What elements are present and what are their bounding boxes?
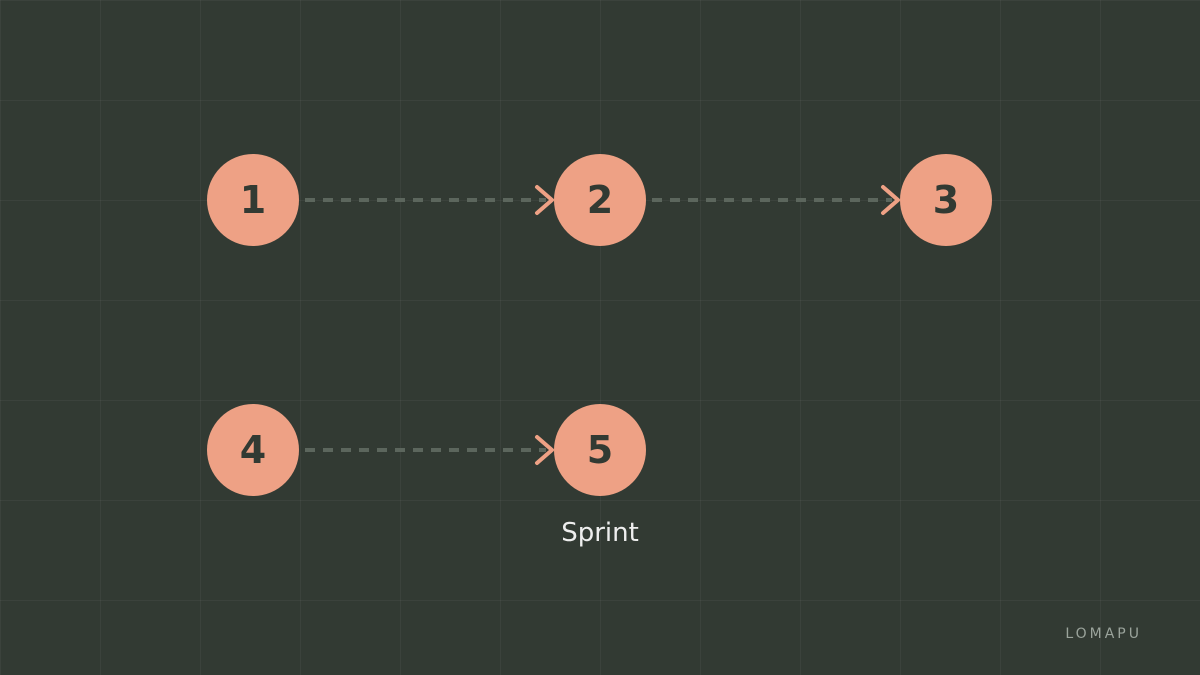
step-node-5: 5: [554, 404, 646, 496]
step-node-1: 1: [207, 154, 299, 246]
step-number-2: 2: [586, 178, 614, 222]
step-number-3: 3: [932, 178, 960, 222]
step-node-4: 4: [207, 404, 299, 496]
brand-wordmark: LOMAPU: [1065, 626, 1142, 642]
arrowhead-3: [535, 435, 554, 465]
arrowhead-1: [535, 185, 554, 215]
step-node-3: 3: [900, 154, 992, 246]
step-number-5: 5: [586, 428, 614, 472]
step-number-4: 4: [239, 428, 267, 472]
step-node-2: 2: [554, 154, 646, 246]
step-number-1: 1: [239, 178, 267, 222]
arrowhead-2: [881, 185, 900, 215]
step-label-5: Sprint: [561, 518, 639, 548]
